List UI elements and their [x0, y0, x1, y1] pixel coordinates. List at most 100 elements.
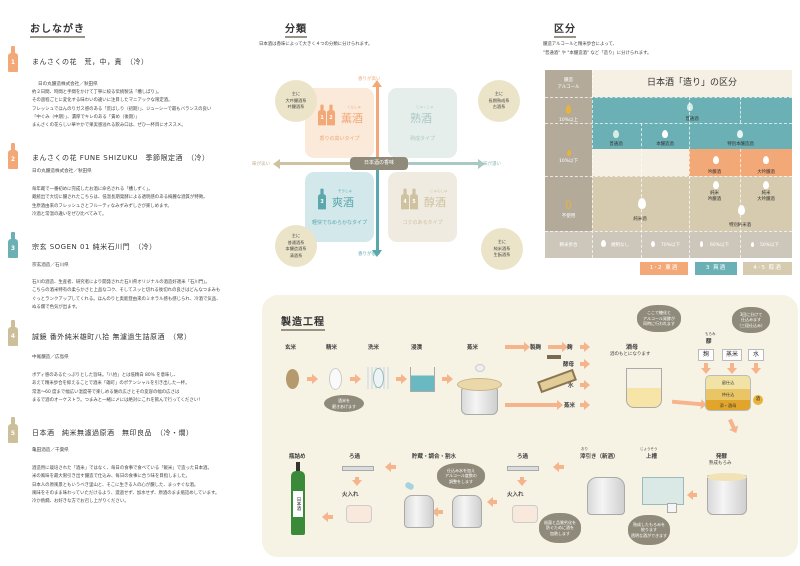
description-line: 常温～60 度まで幅広い温度帯で楽しめる懐の広さとその変容の幅の広さは: [32, 389, 180, 395]
step-seikiku: 製麹: [530, 345, 542, 351]
item-number: 5: [10, 430, 16, 437]
process-title: 製造工程: [281, 313, 325, 331]
quadrant-1: じゅくしゅ 熟酒 熟成タイプ: [388, 88, 457, 158]
layer-naka: 仲仕込: [705, 389, 751, 400]
step-oribiki: 滓引き（新酒）: [580, 454, 619, 460]
menu-item-name: まんさくの花 荒，中，責 （冷）: [32, 58, 149, 66]
axis-label-right: 味が濃い: [483, 162, 501, 167]
footer-value-1: 規制なし: [611, 243, 629, 248]
description-line: 日本人の原風景ともいうべき里山と、そこに生きる人の心が醸した、まっすぐな酒。: [32, 482, 199, 488]
alcohol-drop-small-icon: [567, 150, 571, 156]
speech-bubble: 主に大吟醸酒系吟醸酒系: [275, 80, 317, 122]
center-label: 日本酒の香味: [350, 157, 408, 170]
moromi-box-mizu: 水: [748, 349, 764, 361]
classification-subtitle: 日本酒は香味によって大きく４つの分類に分けられます。: [259, 42, 373, 47]
menu-title: おしながき: [30, 20, 85, 38]
rice-icon: [737, 130, 743, 138]
rice-grain-icon: [373, 368, 384, 388]
axis-label-bottom: 香りが低い: [358, 252, 381, 257]
arrow-left-icon: [385, 462, 396, 472]
step-binzume: 瓶詰め: [289, 454, 306, 460]
soaking-glass-icon: [410, 367, 435, 392]
alcohol-drop-empty-icon: [566, 200, 571, 209]
description-line: 蔵統出で大切に醸されたこちらは、低温長期発酵による透明感のある綺麗な酒質が特徴。: [32, 195, 208, 201]
arrow-left-icon: [322, 512, 333, 522]
arrow-icon: [580, 359, 590, 369]
rice-icon: [651, 241, 655, 247]
speech-bubble: 主に普通酒系本醸造酒系清酒系: [275, 225, 317, 267]
step-mushimai: 蒸米: [467, 345, 479, 351]
bottle-icon: 1: [318, 104, 326, 126]
koji-tool-icon: [547, 355, 561, 359]
cell-honjozo: 本醸造酒: [656, 142, 674, 147]
arrow-left-icon: [687, 490, 697, 500]
polished-rice-icon: [329, 368, 342, 390]
rice-icon: [713, 181, 719, 189]
item-number: 2: [10, 156, 16, 163]
quadrant-name: 熟酒: [410, 112, 432, 125]
arrow-down-icon: [352, 477, 362, 486]
footer-value-2: 70%以下: [661, 243, 681, 248]
cell-junmai-ginjo: 純米 吟醸酒: [707, 191, 722, 202]
pressing-machine-icon: [642, 477, 684, 505]
row-label-10up: 10%以上: [558, 118, 578, 123]
arrow-icon: [580, 400, 590, 410]
arrow-icon: [505, 400, 563, 410]
menu-title-wrap: おしながき: [30, 17, 85, 38]
bottle-icon: 4: [401, 188, 409, 210]
menu-item-name: 誠鏡 番外純米雄町八拾 無濾過生詰原酒 （常）: [32, 333, 192, 341]
cell-tokubetsu-honjozo: 特別本醸造酒: [727, 142, 754, 147]
heating-coil-icon: [512, 505, 538, 523]
bottle-icon: 2: [8, 143, 18, 169]
arrow-down-icon: [728, 418, 736, 430]
arrow-icon: [548, 342, 568, 352]
step-joso-ruby: じょうそう: [640, 447, 658, 451]
quadrant-name: 薫酒: [341, 112, 363, 125]
step-hakko-sub: 熟成もろみ: [709, 461, 732, 466]
menu-item-name: 日本酒 純米無濾過原酒 無印良品 （冷・燗）: [32, 429, 194, 437]
water-bottle-icon: [404, 481, 415, 491]
arrow-icon: [307, 374, 318, 384]
description-line: 風味をそのまま味わっていただけるよう、濾過せず、加水せず、原酒のまま瓶詰めしてい…: [32, 490, 220, 496]
arrow-left-icon: [553, 462, 564, 472]
axis-label-top: 香りが高い: [358, 77, 381, 82]
arrow-icon: [350, 374, 361, 384]
kubun-table: 日本酒「造り」の区分 醸造 アルコール 10%以上 10%以下 不使用 普通酒 …: [545, 70, 792, 258]
menu-item-maker: 中尾醸造／広島県: [32, 355, 69, 360]
shubo-tank-icon: [626, 368, 662, 408]
menu-item-description: 酒造用に栽培された「酒米」ではなく、毎日の食事で食べている「飯米」で造った日本酒…: [32, 465, 219, 506]
cell-futsushu-top: 普通酒: [685, 117, 699, 122]
axis-arrow-right-icon: [478, 159, 485, 169]
row-label-10down: 10%以下: [558, 159, 578, 164]
description-line: まんさくの花らしい華やかで果実感溢れる飲み口は、ぜひ一杯目にオススメ。: [32, 123, 186, 129]
description-line: 冷酒と常温の違いをぜひ比べてみて。: [32, 211, 107, 217]
rice-icon: [738, 205, 745, 215]
quadrant-name: 醇酒: [424, 196, 446, 209]
menu-item-maker: 亀田酒造／千葉県: [32, 448, 69, 453]
shubo-sub: 酒のもとになります: [610, 352, 651, 357]
speech-bubble: 主に純米酒系生酛酒系: [481, 228, 523, 270]
arrow-down-icon: [727, 363, 737, 374]
label-mizu: 水: [568, 383, 574, 389]
rice-icon: [713, 156, 719, 164]
rice-icon: [751, 242, 754, 247]
storage-tank-icon: [452, 495, 482, 528]
kubun-section: 区分 醸造アルコールと精米歩合によって、 "普通酒" や "本醸造酒" など「造…: [540, 0, 800, 290]
bottle-cap-icon: [296, 462, 300, 472]
legend-kunshu: 1･2 薫酒: [640, 262, 688, 275]
arrow-icon: [580, 380, 590, 390]
description-line: ぐっとランクアップしてくれる。ほんのりと奥能登由来のミネラル感も感じられ、冷酒で…: [32, 296, 221, 302]
step-chozo: 貯蔵・調合・割水: [412, 454, 457, 460]
bottle-label: 日本酒: [293, 491, 303, 517]
filter-icon: [507, 466, 539, 471]
description-line: 米の風味を最大限引き出す醸造で仕込み、毎日の食事に合う味を目指しました。: [32, 474, 191, 480]
quadrant-name: 爽酒: [332, 196, 354, 209]
description-line: その過程ごとに変化する味わいの違いに注目したマニアックな限定酒。: [32, 98, 173, 104]
description-line: 「中ぐみ（中期）」、濃厚でキレのある「責め（後期）」: [32, 114, 140, 120]
axis-arrow-down-icon: [372, 250, 382, 257]
classification-title: 分類: [285, 20, 307, 38]
arrow-icon: [396, 374, 407, 384]
sake-badge: 酒: [753, 395, 763, 405]
description-line: ぬる燗で色気が出ます。: [32, 304, 80, 310]
